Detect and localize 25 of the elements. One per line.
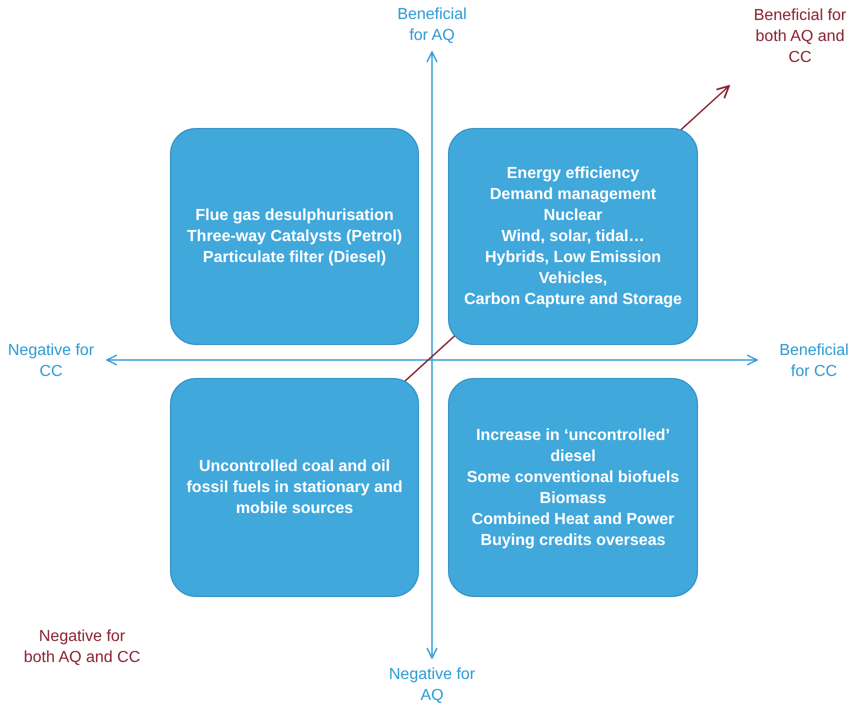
box-text: Nuclear (544, 206, 602, 226)
box-text: Combined Heat and Power (472, 510, 674, 530)
axis-label: Negative for CC (6, 341, 96, 382)
axis-label: Beneficial for CC (778, 341, 850, 382)
box-text: Buying credits overseas (480, 530, 666, 550)
box-text: Energy efficiency (506, 164, 640, 184)
category-box (448, 128, 698, 345)
box-text: Wind, solar, tidal… (502, 227, 644, 247)
axis-label: Negative for AQ (388, 665, 476, 706)
box-text: Flue gas desulphurisation (195, 206, 394, 226)
box-text: Particulate filter (Diesel) (202, 248, 386, 268)
box-text: Hybrids, Low Emission Vehicles, (484, 248, 662, 289)
box-text: Three-way Catalysts (Petrol) (186, 227, 402, 247)
category-box (170, 128, 419, 345)
category-box (170, 378, 419, 597)
axis-label: Negative for both AQ and CC (22, 627, 142, 668)
box-text: Demand management (490, 185, 656, 205)
box-text: Carbon Capture and Storage (464, 290, 682, 310)
box-text: Uncontrolled coal and oil fossil fuels in stationary and mobile sources (185, 457, 404, 519)
category-box (448, 378, 698, 597)
axis-label: Beneficial for both AQ and CC (752, 6, 848, 68)
axis-label: Beneficial for AQ (396, 5, 468, 46)
box-text: Biomass (540, 488, 606, 508)
box-text: Some conventional biofuels (466, 468, 680, 488)
box-text: Increase in ‘uncontrolled’ diesel (475, 426, 671, 466)
